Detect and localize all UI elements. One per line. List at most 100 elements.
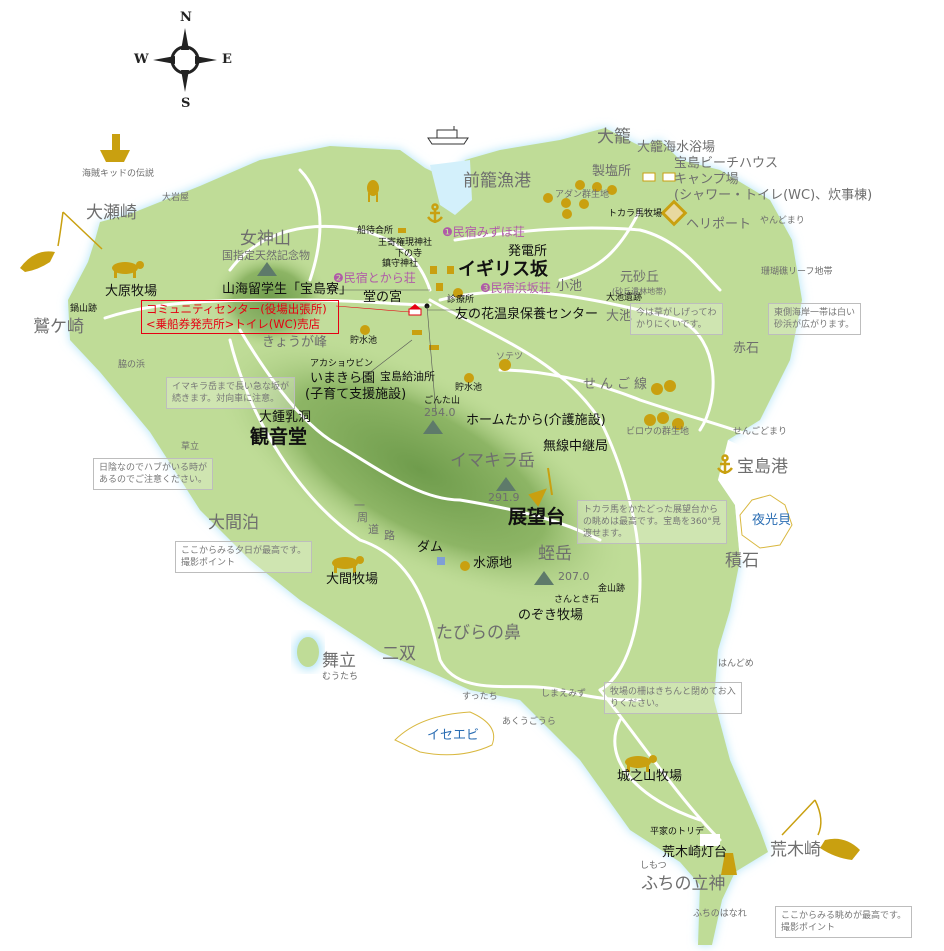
label-campground: キャンプ場 bbox=[674, 172, 739, 187]
label-relay-station: 無線中継局 bbox=[543, 439, 609, 454]
note-sunset: ここからみる夕日が最高です。 撮影ポイント bbox=[175, 541, 313, 574]
label-birou-grove: ビロウの群生地 bbox=[626, 427, 690, 437]
label-salt-works: 製塩所 bbox=[592, 164, 632, 179]
label-hiru-height: 207.0 bbox=[558, 570, 590, 583]
note-east-coast: 東側海岸一帯は白い 砂浜が広がります。 bbox=[768, 303, 862, 336]
palm-icons bbox=[499, 359, 684, 430]
label-megamiyama-sub: 国指定天然記念物 bbox=[222, 249, 310, 262]
label-inn-tokara[interactable]: ❷民宿とから荘 bbox=[333, 271, 416, 285]
observatory-icon bbox=[528, 467, 553, 507]
harbor-water bbox=[430, 160, 472, 215]
islet-mutachi bbox=[297, 637, 319, 667]
label-former-dune-sub: (砂丘遺林地帯) bbox=[612, 287, 667, 296]
label-shrine-chinju: 鎮守神社 bbox=[382, 259, 419, 269]
label-kanayama-ruins: 金山跡 bbox=[598, 584, 626, 594]
label-mutachi: 舞立 bbox=[322, 651, 356, 671]
label-gontayama: ごんた山 bbox=[424, 396, 461, 406]
leader-lines bbox=[327, 289, 480, 415]
label-okago-beach: 大籠海水浴場 bbox=[637, 140, 716, 155]
label-campground-sub: (シャワー・トイレ(WC)、炊事棟) bbox=[674, 188, 873, 203]
lobster-icon bbox=[394, 711, 495, 756]
label-nisou: 二双 bbox=[382, 644, 416, 664]
label-inn-mizuho[interactable]: ❶民宿みずほ荘 bbox=[442, 225, 525, 239]
label-jonoyama-farm: 城之山牧場 bbox=[617, 769, 683, 784]
adan-icons bbox=[543, 180, 617, 219]
label-shrine-oyose: 王寄権現神社 bbox=[378, 238, 433, 248]
yakougai-shell-icon bbox=[739, 494, 793, 549]
fishing-rod-icons bbox=[57, 211, 822, 836]
label-osezaki: 大瀬崎 bbox=[86, 203, 137, 223]
label-suttachi: すったち bbox=[462, 692, 498, 702]
label-loop-road-1: 一 bbox=[354, 499, 365, 512]
label-adan-grove: アダン群生地 bbox=[555, 190, 610, 200]
label-omadomari: 大間泊 bbox=[208, 513, 259, 533]
label-heike-fort: 平家のトリデ bbox=[650, 827, 705, 837]
compass-south: S bbox=[181, 96, 191, 111]
label-fuchinotategami: ふちの立神 bbox=[641, 874, 726, 894]
label-imakiraen: いまきら園 bbox=[310, 371, 376, 386]
label-imakiraen-sub: (子育て支援施設) bbox=[305, 387, 407, 402]
label-oike-ruins: 大池遺跡 bbox=[606, 293, 643, 303]
label-gas-station: 宝島給油所 bbox=[380, 370, 435, 383]
label-okago: 大籠 bbox=[597, 127, 631, 147]
label-koike: 小池 bbox=[556, 279, 583, 294]
note-observatory: トカラ馬をかたどった展望台から の眺めは最高です。宝島を360°見 渡せます。 bbox=[577, 500, 727, 545]
label-yakougai: 夜光貝 bbox=[752, 513, 792, 528]
note-slope: イマキラ岳まで長い急な坂が 続きます。対向車に注意。 bbox=[166, 377, 296, 410]
label-iseebi: イセエビ bbox=[427, 728, 480, 743]
label-heliport: ヘリポート bbox=[686, 217, 752, 232]
note-view: ここからみる眺めが最高です。 撮影ポイント bbox=[775, 906, 913, 939]
label-kusadachi: 草立 bbox=[181, 442, 200, 452]
label-sengo-line: せんご線 bbox=[583, 377, 652, 392]
label-handome: はんどめ bbox=[718, 659, 754, 669]
label-loop-road-3: 道 bbox=[368, 523, 379, 536]
label-yandomari: やんどまり bbox=[760, 216, 805, 226]
label-washigasaki: 鷲ケ崎 bbox=[33, 317, 84, 337]
compass-east: E bbox=[222, 52, 232, 67]
label-loop-road-2: 周 bbox=[357, 511, 368, 524]
peak-icons bbox=[257, 262, 554, 585]
label-ferry-waiting: 船待合所 bbox=[357, 226, 394, 236]
label-oiwaya: 大岩屋 bbox=[162, 193, 190, 203]
label-onsen-center: 友の花温泉保養センター bbox=[455, 307, 599, 322]
label-santoki-stone: さんとき石 bbox=[554, 595, 600, 605]
label-pirate-legend: 海賊キッドの伝説 bbox=[82, 169, 155, 179]
label-akugoura: あくうごうら bbox=[502, 717, 556, 727]
building-icons bbox=[398, 172, 676, 350]
reservoir-icons bbox=[360, 325, 474, 571]
label-takarajima-port: 宝島港 bbox=[737, 457, 788, 477]
label-igirisu-zaka: イギリス坂 bbox=[458, 259, 548, 280]
label-clinic: 診療所 bbox=[447, 295, 475, 305]
label-megamiyama: 女神山 bbox=[240, 229, 291, 249]
label-oma-farm: 大間牧場 bbox=[326, 572, 379, 587]
label-maegomori-port: 前籠漁港 bbox=[463, 171, 531, 191]
community-center-box[interactable]: コミュニティセンター(役場出張所) <乗船券発売所>トイレ(WC)売店 bbox=[141, 300, 339, 334]
lighthouse-icon bbox=[700, 834, 737, 875]
label-sotetsu: ソテツ bbox=[496, 352, 524, 362]
ferry-ship-icon bbox=[427, 126, 469, 145]
label-oike: 大池 bbox=[606, 309, 633, 324]
label-coral-reef: 珊瑚礁リーフ地帯 bbox=[761, 267, 833, 277]
label-dormitory: 山海留学生「宝島寮」 bbox=[222, 282, 353, 297]
label-akashobin: アカショウビン bbox=[310, 359, 374, 369]
label-arakizaki: 荒木崎 bbox=[770, 840, 821, 860]
compass-north: N bbox=[180, 10, 192, 25]
label-shimonotera: 下の寺 bbox=[395, 249, 423, 259]
label-reservoir-1: 貯水池 bbox=[350, 336, 378, 346]
compass-icon bbox=[153, 28, 217, 92]
label-ohara-farm: 大原牧場 bbox=[105, 284, 158, 299]
pirate-ship-icon bbox=[100, 134, 130, 162]
fish-icons bbox=[20, 251, 860, 860]
label-inn-hamasaka[interactable]: ❸民宿浜坂荘 bbox=[480, 281, 551, 295]
label-reservoir-2: 貯水池 bbox=[455, 383, 483, 393]
label-tokara-horse-farm: トカラ馬牧場 bbox=[608, 209, 663, 219]
label-loop-road-4: 路 bbox=[384, 529, 395, 542]
label-hirudake: 蛭岳 bbox=[538, 544, 572, 564]
label-tsumiishi: 積石 bbox=[725, 551, 759, 571]
label-fuchinohanare: ふちのはなれ bbox=[693, 909, 747, 919]
note-habu: 日陰なのでハブがいる時が あるのでご注意ください。 bbox=[93, 458, 214, 491]
compass-west: W bbox=[134, 52, 149, 67]
label-nabeyama-ruins: 鍋山跡 bbox=[70, 304, 98, 314]
